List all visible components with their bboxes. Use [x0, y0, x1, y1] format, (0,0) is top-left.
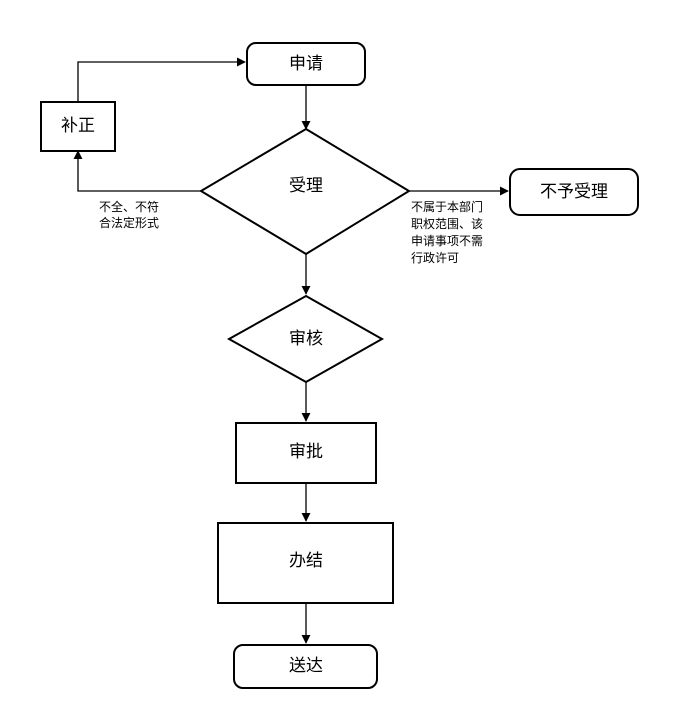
node-reject: 不予受理	[509, 168, 639, 216]
edge-label-out-of-scope: 不属于本部门 职权范围、该 申请事项不需 行政许可	[411, 199, 483, 265]
edge-accept-to-supplement	[73, 150, 201, 192]
node-review: 审核	[226, 294, 385, 384]
node-deliver: 送达	[233, 644, 378, 689]
node-approve-label: 审批	[289, 442, 323, 462]
node-apply: 申请	[246, 42, 366, 86]
node-review-label: 审核	[289, 329, 323, 349]
connectors	[73, 57, 509, 644]
node-accept-label: 受理	[289, 176, 323, 196]
node-accept: 受理	[199, 127, 411, 256]
edge-label-incomplete-line-2: 合法定形式	[99, 215, 159, 230]
node-approve: 审批	[235, 422, 377, 484]
node-complete: 办结	[217, 522, 394, 604]
node-apply-label: 申请	[289, 54, 323, 74]
node-deliver-label: 送达	[289, 656, 323, 676]
node-supplement: 补正	[40, 101, 116, 152]
edge-label-out-of-scope-line-1: 不属于本部门	[411, 199, 483, 214]
edge-label-incomplete: 不全、不符 合法定形式	[99, 199, 159, 230]
node-supplement-label: 补正	[61, 116, 95, 136]
edge-label-out-of-scope-line-3: 申请事项不需	[411, 234, 483, 248]
edge-label-incomplete-line-1: 不全、不符	[99, 199, 159, 214]
node-complete-label: 办结	[289, 551, 323, 571]
node-reject-label: 不予受理	[540, 182, 608, 202]
edge-supplement-to-apply	[77, 57, 246, 102]
edge-label-out-of-scope-line-2: 职权范围、该	[411, 217, 483, 231]
edge-label-out-of-scope-line-4: 行政许可	[411, 251, 459, 265]
